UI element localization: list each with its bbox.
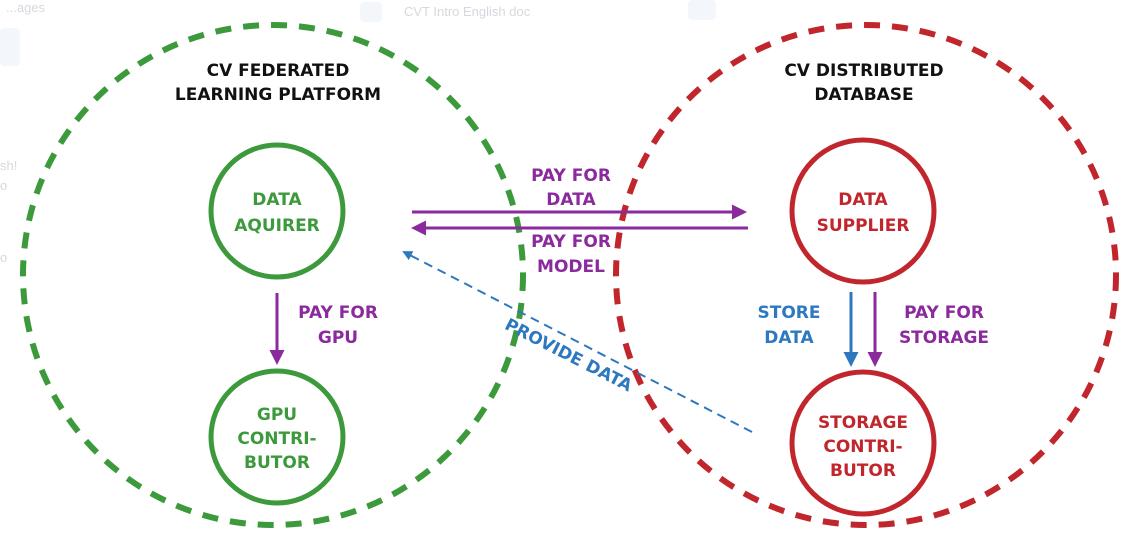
data-supplier-label-line1: DATA bbox=[838, 190, 888, 210]
data-aquirer-node bbox=[208, 142, 346, 280]
data-supplier-node bbox=[789, 137, 937, 285]
background-left-fragment-2: o bbox=[0, 178, 8, 193]
pay-for-data-label-line1: PAY FOR bbox=[531, 166, 611, 186]
federated-learning-region bbox=[20, 22, 526, 528]
data-aquirer-label-line1: DATA bbox=[252, 190, 302, 210]
gpu-contributor-label-line1: GPU bbox=[257, 405, 297, 425]
background-pages-text: ...ages bbox=[6, 0, 46, 15]
gpu-contributor-label-line2: CONTRI- bbox=[237, 429, 316, 449]
store-data-label-line1: STORE bbox=[758, 303, 821, 323]
storage-contributor-node bbox=[789, 369, 937, 517]
background-panel bbox=[0, 28, 20, 66]
left-region-title-line2: LEARNING PLATFORM bbox=[175, 85, 381, 105]
pay-for-storage-label-line2: STORAGE bbox=[899, 328, 989, 348]
provide-data-label: PROVIDE DATA bbox=[501, 315, 636, 397]
pay-for-gpu-label-line2: GPU bbox=[318, 328, 358, 348]
pay-for-storage-label-line1: PAY FOR bbox=[904, 303, 984, 323]
storage-contributor-label-line2: CONTRI- bbox=[823, 437, 902, 457]
background-doc-title: CVT Intro English doc bbox=[404, 4, 531, 19]
right-region-title-line2: DATABASE bbox=[814, 85, 913, 105]
data-supplier-label-line2: SUPPLIER bbox=[817, 216, 910, 236]
provide-data-arrow bbox=[402, 251, 753, 433]
left-region-title-line1: CV FEDERATED bbox=[207, 61, 350, 81]
pay-for-model-label-line2: MODEL bbox=[537, 257, 605, 277]
distributed-database-region bbox=[613, 22, 1119, 528]
gpu-contributor-node bbox=[208, 368, 346, 506]
gpu-contributor-label-line3: BUTOR bbox=[244, 453, 310, 473]
storage-contributor-label-line3: BUTOR bbox=[830, 461, 896, 481]
background-doc-icon bbox=[360, 2, 382, 22]
right-region-title-line1: CV DISTRIBUTED bbox=[784, 61, 943, 81]
storage-contributor-label-line1: STORAGE bbox=[818, 413, 908, 433]
pay-for-model-label-line1: PAY FOR bbox=[531, 232, 611, 252]
pay-for-gpu-label-line1: PAY FOR bbox=[298, 303, 378, 323]
background-left-fragment-3: o bbox=[0, 250, 8, 265]
background-cloud-icon bbox=[688, 0, 716, 20]
store-data-label-line2: DATA bbox=[764, 328, 814, 348]
background-left-fragment-1: sh! bbox=[0, 158, 18, 173]
pay-for-data-label-line2: DATA bbox=[546, 190, 596, 210]
data-aquirer-label-line2: AQUIRER bbox=[234, 216, 320, 236]
